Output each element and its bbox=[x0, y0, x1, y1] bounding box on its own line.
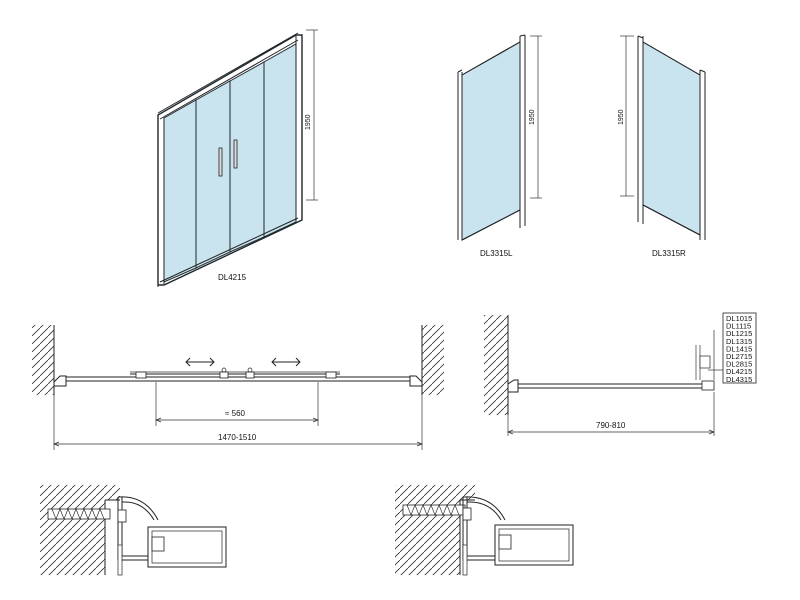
side-width-label: 790-810 bbox=[596, 421, 626, 430]
model-label-double: DL4215 bbox=[218, 273, 247, 282]
total-width-label: 1470-1510 bbox=[218, 433, 257, 442]
model-list-item: DL2715 bbox=[726, 352, 752, 361]
wall-profile-detail-right bbox=[395, 485, 574, 576]
model-list-item: DL4215 bbox=[726, 367, 752, 376]
model-list-item: DL1215 bbox=[726, 329, 752, 338]
height-label-left: 1950 bbox=[529, 109, 536, 125]
wall-profile-detail-left bbox=[40, 485, 227, 576]
compatible-models-box bbox=[722, 312, 757, 384]
side-panel-plan-view: DL1015 DL1115 DL1215 DL1315 DL1415 DL271… bbox=[484, 312, 757, 436]
model-list-item: DL1415 bbox=[726, 344, 752, 353]
model-list-item: DL1015 bbox=[726, 314, 752, 323]
model-list-item: DL4315 bbox=[726, 375, 752, 384]
opening-dimension-label: ≈ 560 bbox=[225, 409, 246, 418]
slide-arrow-left-icon bbox=[185, 357, 215, 367]
height-label-double: 1950 bbox=[305, 114, 312, 130]
model-list-item: DL1315 bbox=[726, 337, 752, 346]
double-door-plan-view: ≈ 560 1470-1510 bbox=[32, 325, 444, 450]
model-list-item: DL1115 bbox=[726, 322, 751, 331]
side-panel-left-perspective: 1950 DL3315L bbox=[457, 34, 542, 258]
side-panel-right-perspective: 1950 DL3315R bbox=[618, 35, 706, 258]
height-label-right: 1950 bbox=[618, 109, 625, 125]
handle-left-icon bbox=[218, 147, 223, 177]
double-door-perspective: 1950 DL4215 bbox=[157, 29, 318, 287]
model-list-item: DL2815 bbox=[726, 360, 752, 369]
slide-arrow-right-icon bbox=[271, 357, 301, 367]
model-label-left: DL3315L bbox=[480, 249, 513, 258]
handle-right-icon bbox=[233, 139, 238, 169]
compatible-models-list: DL1015 DL1115 DL1215 DL1315 DL1415 DL271… bbox=[726, 314, 752, 384]
model-label-right: DL3315R bbox=[652, 249, 686, 258]
